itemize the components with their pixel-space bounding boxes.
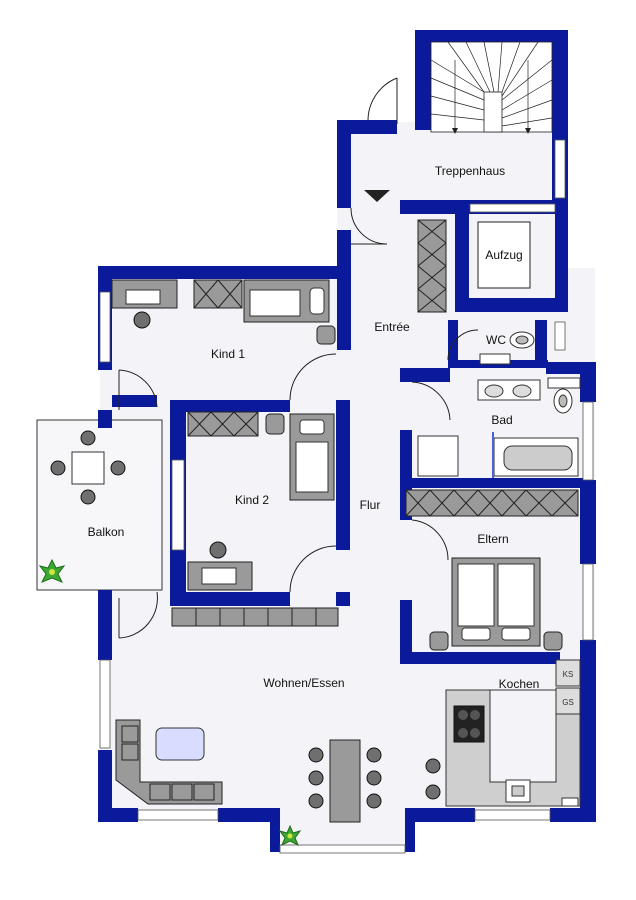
eltern-wardrobe	[405, 489, 579, 517]
balkon-furniture	[50, 430, 126, 505]
plant-icon	[38, 558, 66, 583]
entree-wardrobe	[417, 219, 447, 313]
doors	[118, 77, 479, 639]
wardrobe-wohnen	[171, 607, 339, 627]
label-kind2: Kind 2	[235, 493, 269, 507]
label-aufzug: Aufzug	[485, 248, 522, 262]
label-flur: Flur	[360, 498, 381, 512]
label-gs: GS	[562, 698, 574, 707]
entrance-arrow-icon	[364, 190, 390, 202]
double-bed	[429, 557, 563, 651]
windows	[99, 139, 594, 854]
staircase	[430, 41, 553, 134]
kind1-furniture	[111, 279, 336, 345]
plant-icon	[278, 824, 302, 847]
wardrobe-kind1	[193, 279, 243, 309]
label-balkon: Balkon	[88, 525, 125, 539]
label-entree: Entrée	[374, 320, 410, 334]
label-kochen: Kochen	[499, 677, 540, 691]
wc-fixtures	[479, 331, 535, 365]
kind2-furniture	[187, 411, 335, 591]
dining-table	[308, 739, 441, 823]
label-ks: KS	[563, 670, 574, 679]
sofa	[115, 719, 223, 805]
aufzug-box	[477, 221, 531, 289]
label-kind1: Kind 1	[211, 347, 245, 361]
room-labels: Treppenhaus Aufzug Entrée WC Kind 1 Bad …	[88, 164, 574, 707]
label-bad: Bad	[491, 413, 512, 427]
label-wohnen: Wohnen/Essen	[263, 676, 344, 690]
label-wc: WC	[486, 333, 506, 347]
bad-fixtures	[417, 377, 581, 478]
label-eltern: Eltern	[477, 532, 508, 546]
balkon-outline	[36, 419, 163, 591]
label-treppenhaus: Treppenhaus	[435, 164, 505, 178]
kitchen	[445, 659, 581, 807]
